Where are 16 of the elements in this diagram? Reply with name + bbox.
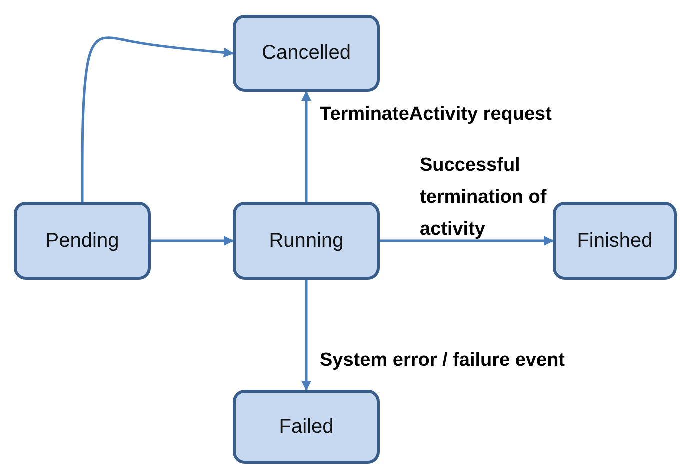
state-box <box>14 202 151 280</box>
arrow <box>81 36 234 202</box>
arrow <box>302 91 312 202</box>
state-box <box>553 202 677 280</box>
state-box <box>233 15 380 92</box>
state-box <box>233 390 380 464</box>
arrow <box>380 236 554 246</box>
state-box <box>233 202 380 280</box>
state-name: Pending <box>46 230 120 252</box>
arrow <box>151 236 234 246</box>
edge-label: Successful termination of activity <box>419 154 548 242</box>
state-name: Running <box>269 230 344 252</box>
state-name: Finished <box>577 230 653 252</box>
state-name: Failed <box>279 416 334 438</box>
state-name: Cancelled <box>262 42 351 65</box>
arrow <box>302 280 312 391</box>
